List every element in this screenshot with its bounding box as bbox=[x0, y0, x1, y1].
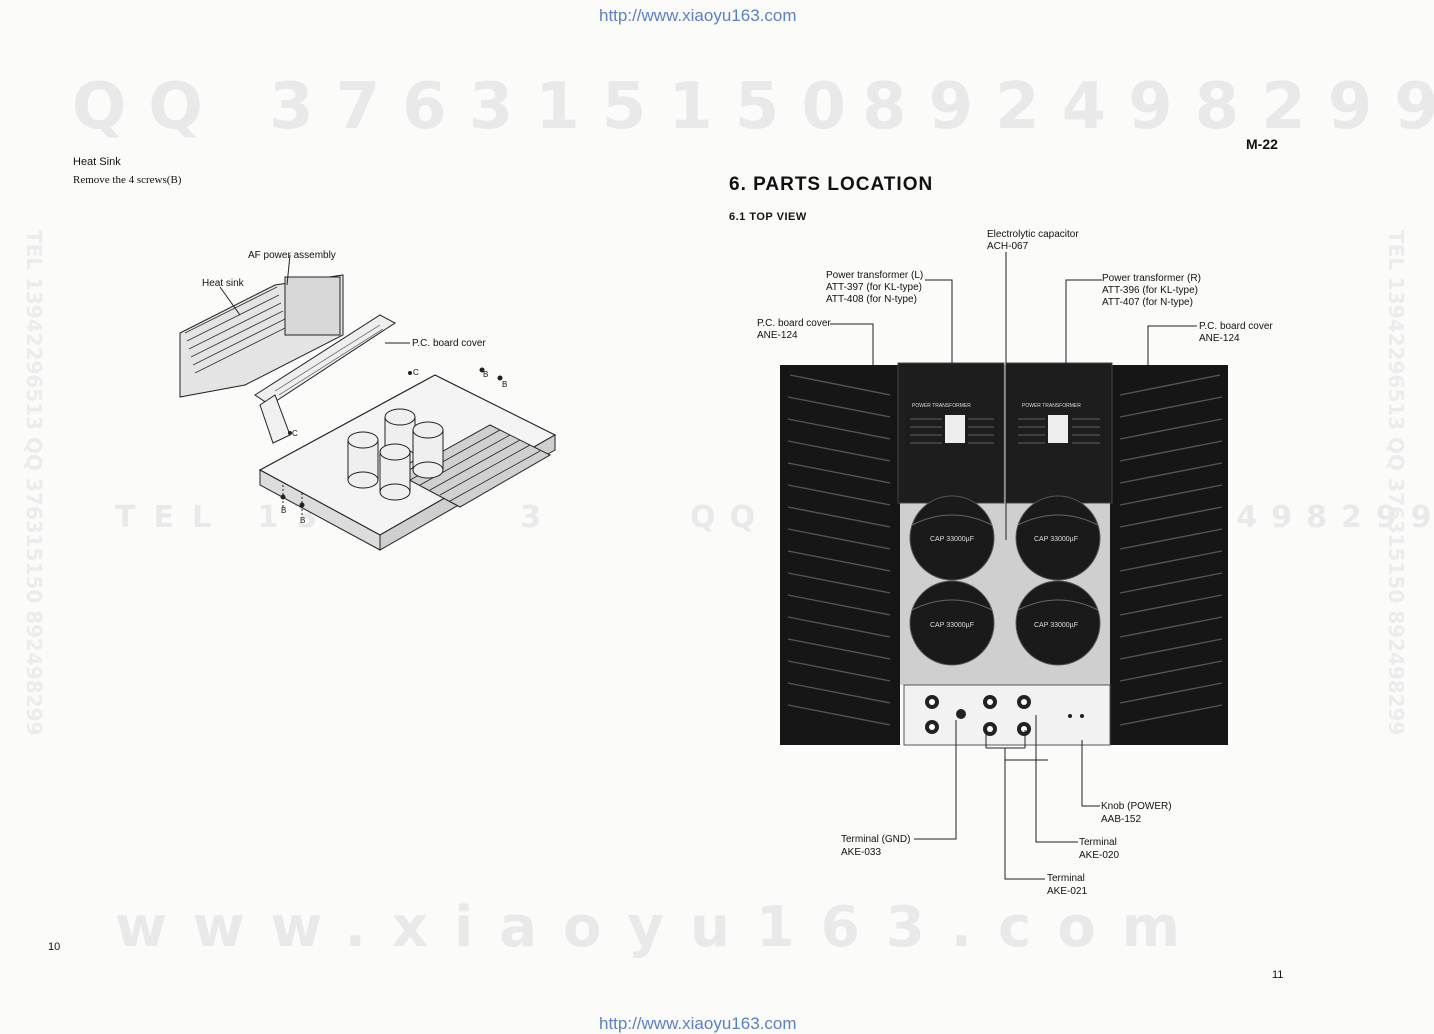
label-screw-b-2: B bbox=[502, 380, 508, 389]
photo-capacitor-label-4: CAP 33000µF bbox=[1034, 622, 1078, 629]
label-terminal-020: Terminal bbox=[1079, 837, 1117, 848]
label-power-transformer-r-kl: ATT-396 (for KL-type) bbox=[1102, 285, 1198, 296]
label-screw-b-1: B bbox=[483, 370, 489, 379]
label-screw-c-2: C bbox=[292, 429, 298, 438]
photo-transformer-label-left: POWER TRANSFORMER bbox=[912, 403, 971, 409]
label-screw-c: C bbox=[413, 368, 419, 377]
watermark-tel-tail: 3 bbox=[520, 500, 559, 535]
footer-url[interactable]: http://www.xiaoyu163.com bbox=[599, 1014, 797, 1033]
label-terminal-gnd-part: AKE-033 bbox=[841, 847, 882, 858]
photo-transformer-label-right: POWER TRANSFORMER bbox=[1022, 403, 1081, 409]
label-terminal-020-part: AKE-020 bbox=[1079, 850, 1120, 861]
label-knob-power: Knob (POWER) bbox=[1101, 801, 1172, 812]
photo-capacitor-label-1: CAP 33000µF bbox=[930, 536, 974, 543]
label-power-transformer-l-kl: ATT-397 (for KL-type) bbox=[826, 282, 922, 293]
capacitors bbox=[909, 495, 1101, 666]
watermark-qq: QQ 376315150 bbox=[72, 70, 868, 144]
label-knob-power-part: AAB-152 bbox=[1101, 814, 1142, 825]
section-title: 6. PARTS LOCATION bbox=[729, 174, 934, 195]
leader-lines bbox=[830, 252, 1197, 880]
rear-panel bbox=[903, 684, 1111, 746]
label-af-power-assembly: AF power assembly bbox=[248, 250, 336, 261]
label-pc-board-cover-left-part: ANE-124 bbox=[757, 330, 798, 341]
label-pc-board-cover-right-part: ANE-124 bbox=[1199, 333, 1240, 344]
label-power-transformer-l-n: ATT-408 (for N-type) bbox=[826, 294, 917, 305]
heat-sink-title: Heat Sink bbox=[73, 156, 121, 168]
watermark-vertical-left: TEL 13942296513 QQ 376315150 892498299 bbox=[22, 230, 46, 736]
heat-sink-exploded-diagram bbox=[179, 254, 557, 551]
watermark-site: www.xiaoyu163.com bbox=[115, 895, 1207, 960]
label-pc-board-cover-right: P.C. board cover bbox=[1199, 321, 1273, 332]
page-number-left: 10 bbox=[48, 941, 61, 953]
label-screw-b-4: B bbox=[300, 516, 306, 525]
label-power-transformer-l: Power transformer (L) bbox=[826, 270, 924, 281]
model-number: M-22 bbox=[1246, 136, 1278, 152]
photo-capacitor-label-2: CAP 33000µF bbox=[1034, 536, 1078, 543]
label-terminal-021: Terminal bbox=[1047, 873, 1085, 884]
label-pc-board-cover: P.C. board cover bbox=[412, 338, 486, 349]
header-url[interactable]: http://www.xiaoyu163.com bbox=[599, 6, 797, 25]
watermark-qq-2: 892498299 bbox=[862, 70, 1434, 144]
label-pc-board-cover-left: P.C. board cover bbox=[757, 318, 831, 329]
left-heatsink-fins bbox=[787, 374, 891, 726]
label-terminal-gnd: Terminal (GND) bbox=[841, 834, 911, 845]
subsection-title: 6.1 TOP VIEW bbox=[729, 211, 807, 223]
watermark-vertical-right: TEL 13942296513 QQ 376315150 892498299 bbox=[1384, 230, 1408, 736]
right-heatsink-fins bbox=[1119, 374, 1223, 726]
label-electrolytic-capacitor-part: ACH-067 bbox=[987, 241, 1029, 252]
top-view-photo bbox=[780, 362, 1228, 746]
heat-sink-instruction: Remove the 4 screws(B) bbox=[73, 174, 182, 186]
label-heat-sink: Heat sink bbox=[202, 278, 244, 289]
label-electrolytic-capacitor: Electrolytic capacitor bbox=[987, 229, 1079, 240]
label-screw-b-3: B bbox=[281, 506, 287, 515]
photo-capacitor-label-3: CAP 33000µF bbox=[930, 622, 974, 629]
label-power-transformer-r: Power transformer (R) bbox=[1102, 273, 1201, 284]
label-terminal-021-part: AKE-021 bbox=[1047, 886, 1088, 897]
page-number-right: 11 bbox=[1272, 969, 1284, 981]
label-power-transformer-r-n: ATT-407 (for N-type) bbox=[1102, 297, 1193, 308]
